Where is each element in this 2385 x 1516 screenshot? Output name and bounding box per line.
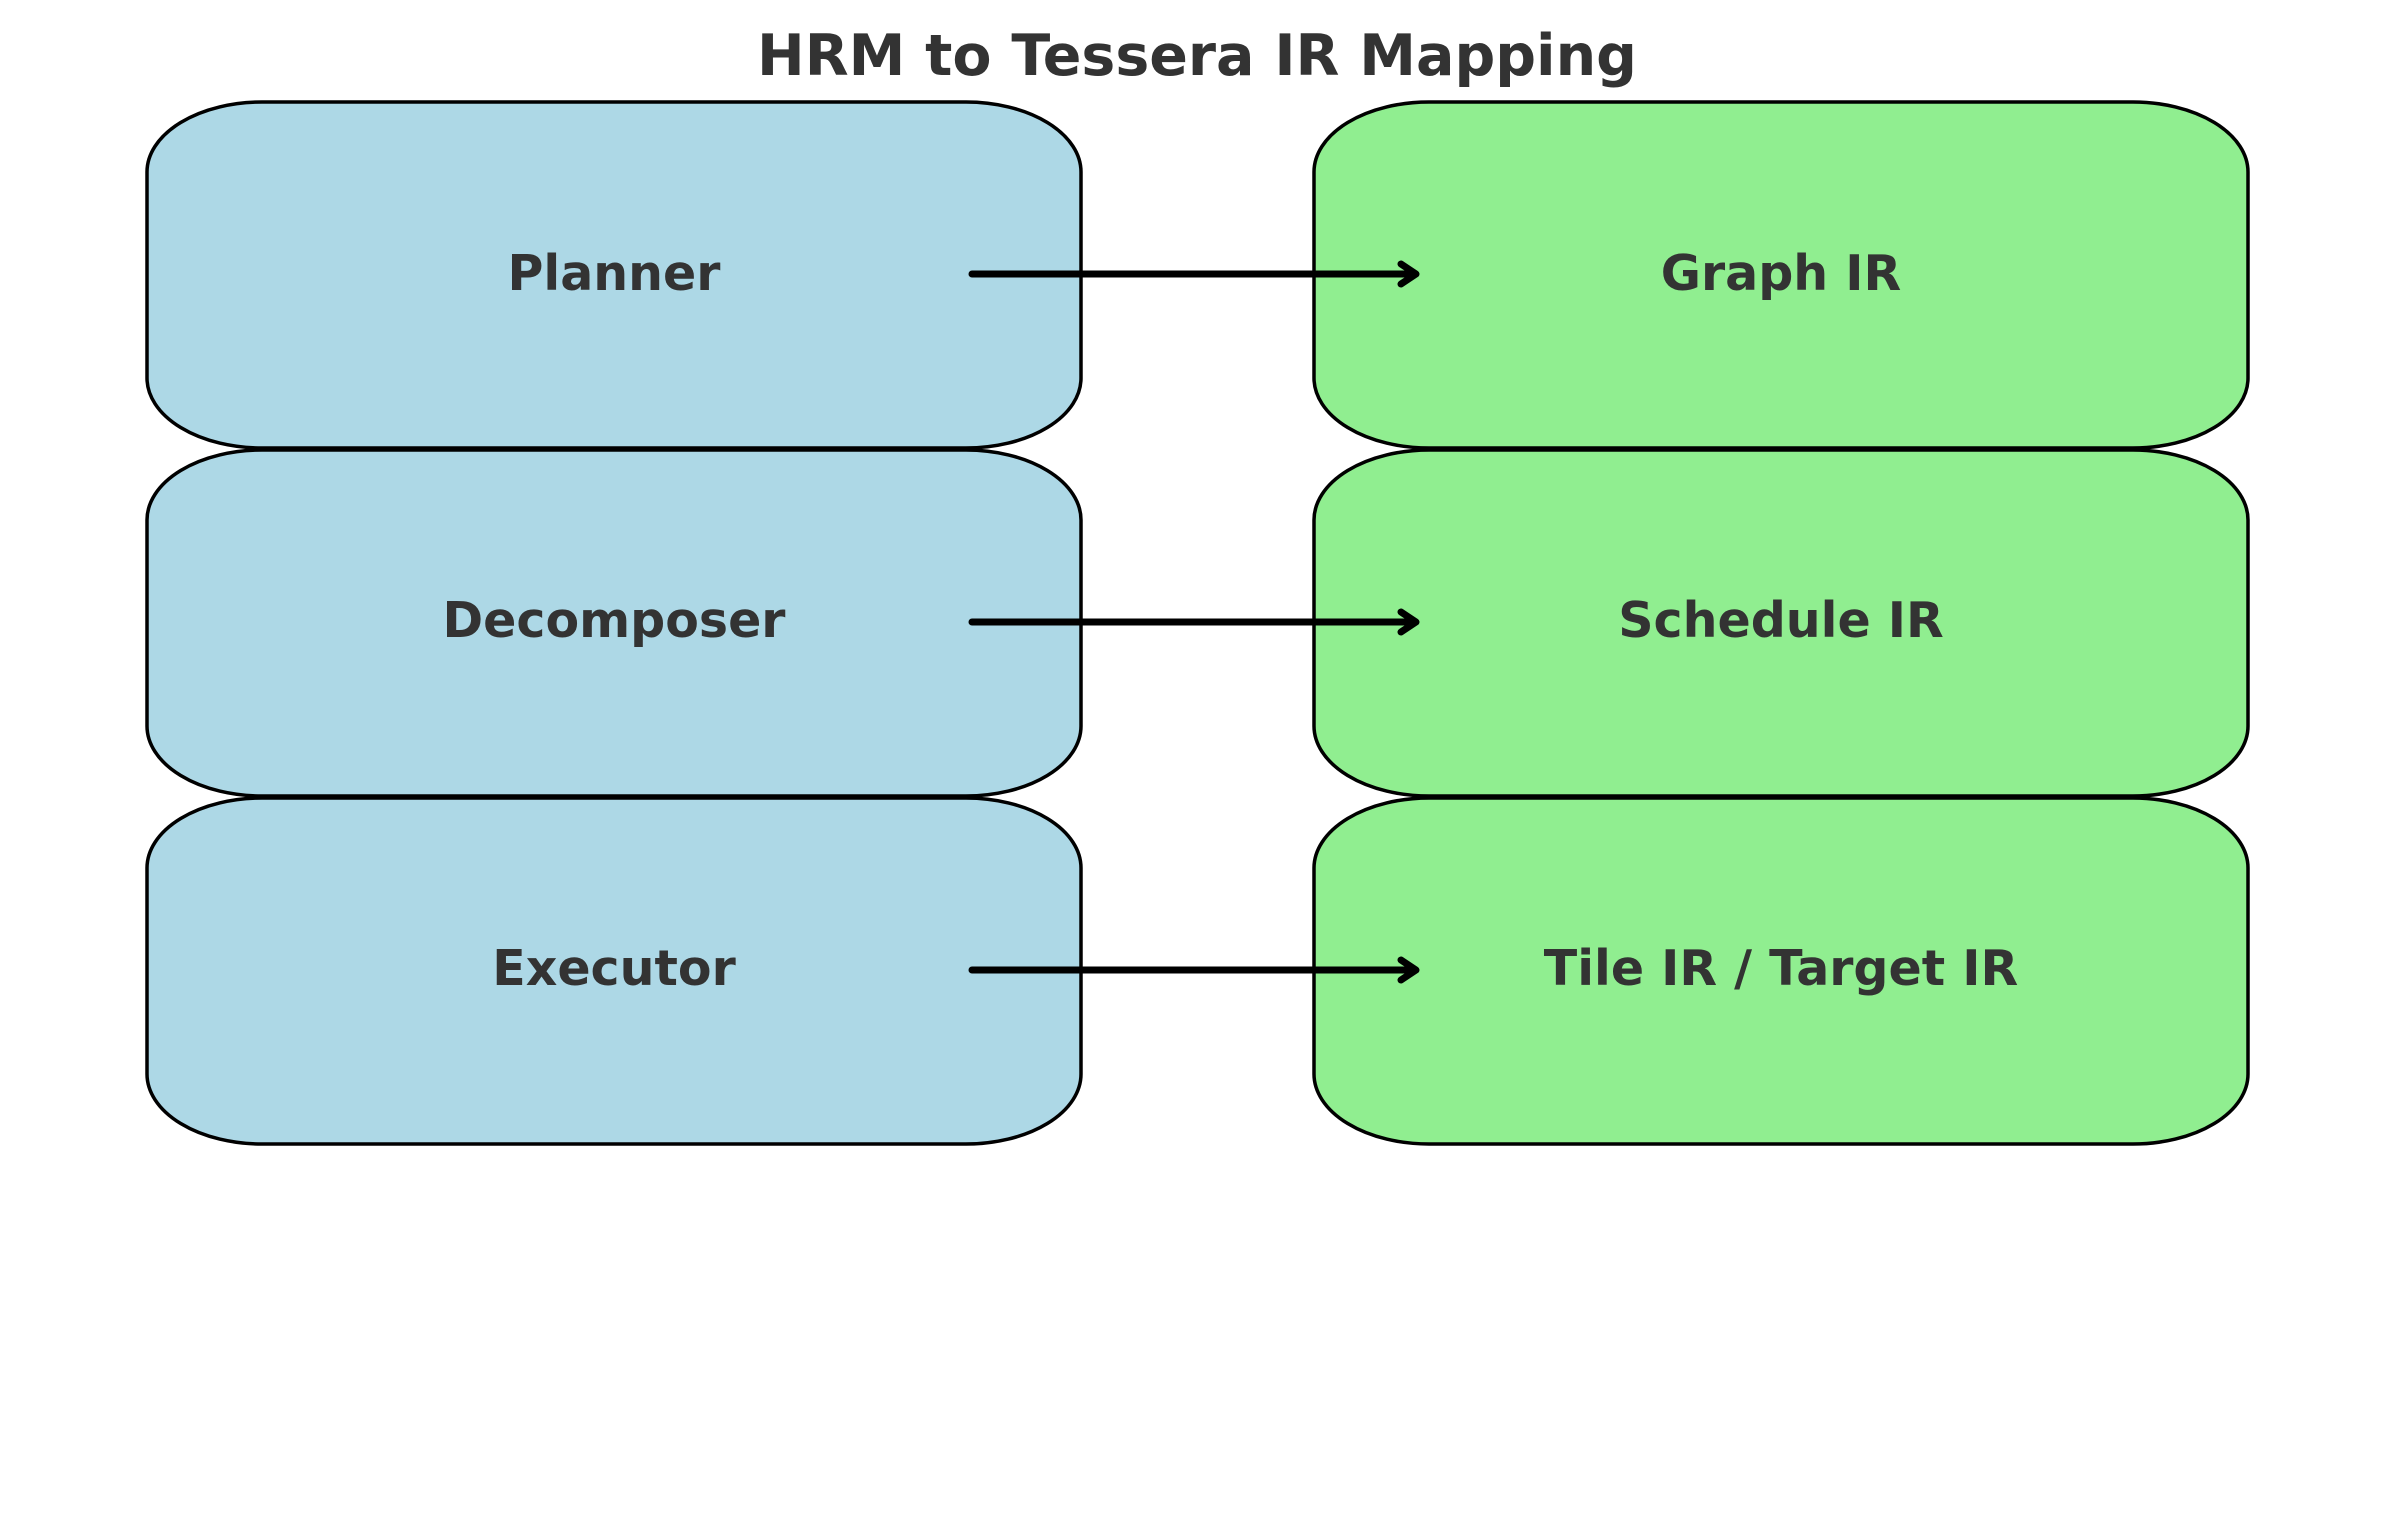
arrow-head-1	[1397, 260, 1420, 288]
source-label-decomposer: Decomposer	[443, 592, 787, 649]
target-label-schedule-ir: Schedule IR	[1618, 592, 1943, 649]
mapping-row-1: Planner Graph IR	[145, 100, 2250, 450]
diagram-title: HRM to Tessera IR Mapping	[757, 23, 1637, 89]
target-label-tile-ir: Tile IR / Target IR	[1544, 940, 2018, 997]
mapping-row-3: Executor Tile IR / Target IR	[145, 796, 2250, 1146]
arrow-head-3	[1397, 956, 1420, 984]
target-label-graph-ir: Graph IR	[1661, 245, 1901, 302]
arrow-head-2	[1397, 608, 1420, 636]
source-label-executor: Executor	[492, 940, 736, 997]
mapping-row-2: Decomposer Schedule IR	[145, 448, 2250, 798]
source-label-planner: Planner	[508, 245, 722, 302]
